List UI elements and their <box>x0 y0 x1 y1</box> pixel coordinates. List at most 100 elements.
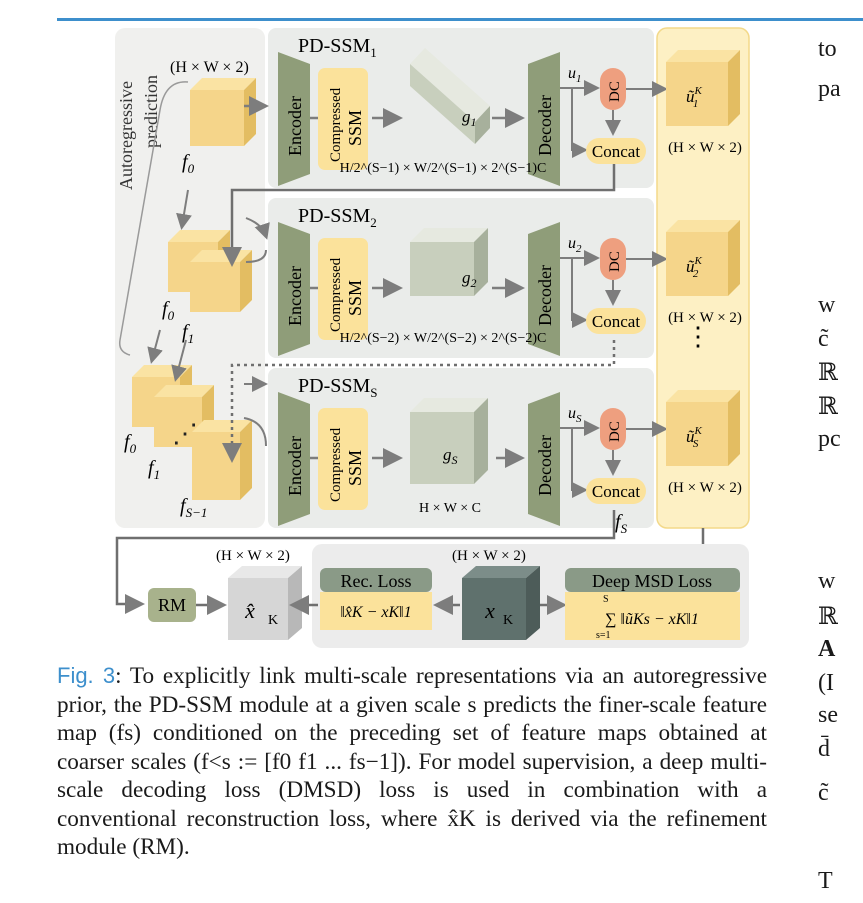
right-column-fragment: ℝ <box>818 604 838 630</box>
encoder-shape <box>278 392 310 526</box>
dc-label: DC <box>607 251 623 272</box>
output-dims: (H × W × 2) <box>668 310 742 326</box>
output-dims: (H × W × 2) <box>668 480 742 496</box>
right-column-fragment: A <box>818 636 836 662</box>
right-column-fragment: w <box>818 292 836 318</box>
decoder-label: Decoder <box>535 265 555 326</box>
svg-text:SSM: SSM <box>345 450 365 486</box>
xhat-cube <box>228 566 302 640</box>
encoder-shape <box>278 52 310 186</box>
latent-g-cube <box>410 398 488 484</box>
dc-pill <box>600 408 626 450</box>
block-title: PD-SSM1 <box>298 35 377 60</box>
decoder-label: Decoder <box>535 95 555 156</box>
autoregressive-label-1: Autoregressive <box>116 81 136 190</box>
output-dims: (H × W × 2) <box>668 140 742 156</box>
dc-pill <box>600 238 626 280</box>
concat-label: Concat <box>592 312 640 331</box>
output-cube-1 <box>666 50 740 126</box>
encoder-shape <box>278 222 310 356</box>
concat-label: Concat <box>592 482 640 501</box>
block-dims: H × W × C <box>419 501 481 516</box>
x-label: x <box>484 598 495 623</box>
rec-loss-formula: ‖x̂K − xK‖1 <box>340 604 411 621</box>
xhat-dims: (H × W × 2) <box>216 548 290 564</box>
msd-loss-body <box>565 592 740 640</box>
xhat-label: x̂ <box>244 598 255 623</box>
right-column-fragment: ℝ <box>818 394 838 420</box>
x-cube <box>462 566 540 640</box>
vertical-ellipsis: ⋮ <box>685 322 711 351</box>
block-title: PD-SSM2 <box>298 205 377 230</box>
concat-label: Concat <box>592 142 640 161</box>
concat-s-to-rm <box>115 510 616 614</box>
right-column-fragment: se <box>818 702 838 728</box>
block-dims: H/2^(S−1) × W/2^(S−1) × 2^(S−1)C <box>340 161 547 176</box>
latent-g-cube <box>410 48 490 144</box>
svg-text:SSM: SSM <box>345 110 365 146</box>
block-title: PD-SSMS <box>298 375 378 400</box>
x-sub: K <box>503 613 513 628</box>
encoder-label: Encoder <box>285 266 305 326</box>
ssm-box <box>318 68 368 170</box>
svg-text:Compressed: Compressed <box>328 427 344 502</box>
rec-loss-body <box>320 592 432 630</box>
right-column-fragment: d̄ <box>818 736 830 762</box>
svg-text:Compressed: Compressed <box>328 257 344 332</box>
svg-text:SSM: SSM <box>345 280 365 316</box>
decoder-shape <box>528 392 560 526</box>
right-column-fragment: T <box>818 868 833 894</box>
right-column-fragment: c̃ <box>818 780 829 806</box>
ssm-box <box>318 408 368 510</box>
block-dims: H/2^(S−2) × W/2^(S−2) × 2^(S−2)C <box>340 331 547 346</box>
rm-box <box>148 588 196 622</box>
output-cube-2 <box>666 220 740 296</box>
feature-cube-f0-a <box>190 78 256 146</box>
decoder-shape <box>528 52 560 186</box>
right-column-fragment: (I <box>818 670 834 696</box>
decoder-shape <box>528 222 560 356</box>
right-column-fragment: w <box>818 568 836 594</box>
decoder-label: Decoder <box>535 435 555 496</box>
autoregressive-label-2: prediction <box>141 75 161 148</box>
right-column-fragment: pa <box>818 76 841 102</box>
caption-label: Fig. 3 <box>57 663 116 688</box>
latent-g-cube <box>410 228 488 296</box>
encoder-label: Encoder <box>285 96 305 156</box>
msd-loss-formula: ∑ ‖ũKs − xK‖1 <box>605 611 699 628</box>
svg-text:⋰: ⋰ <box>172 419 198 448</box>
feature-cube-fs1-c <box>192 420 252 500</box>
dc-label: DC <box>607 421 623 442</box>
concat-pill <box>586 138 646 164</box>
rm-label: RM <box>158 595 186 615</box>
right-column-fragment: pc <box>818 426 841 452</box>
dc-pill <box>600 68 626 110</box>
right-column-fragment: c̃ <box>818 326 829 352</box>
concat-pill <box>586 478 646 504</box>
top-rule <box>57 18 863 21</box>
concat-pill <box>586 308 646 334</box>
caption-text: : To explicitly link multi-scale represe… <box>57 663 767 860</box>
figure-caption: Fig. 3: To explicitly link multi-scale r… <box>57 662 767 862</box>
autoregressive-brace <box>118 81 189 356</box>
msd-sum-top: S <box>603 594 609 605</box>
input-dims: (H × W × 2) <box>170 59 249 76</box>
feature-cube-f1-b <box>190 250 252 312</box>
rec-loss-header <box>320 568 432 592</box>
msd-loss-header <box>565 568 740 592</box>
right-column-fragment: to <box>818 36 837 62</box>
xhat-sub: K <box>268 613 278 628</box>
right-column-fragment: ℝ <box>818 360 838 386</box>
encoder-label: Encoder <box>285 436 305 496</box>
dc-label: DC <box>607 81 623 102</box>
msd-sum-bot: s=1 <box>596 630 611 641</box>
msd-loss-label: Deep MSD Loss <box>592 571 712 591</box>
concat1-to-cube <box>222 164 616 267</box>
ssm-box <box>318 238 368 340</box>
rec-loss-label: Rec. Loss <box>341 571 412 591</box>
